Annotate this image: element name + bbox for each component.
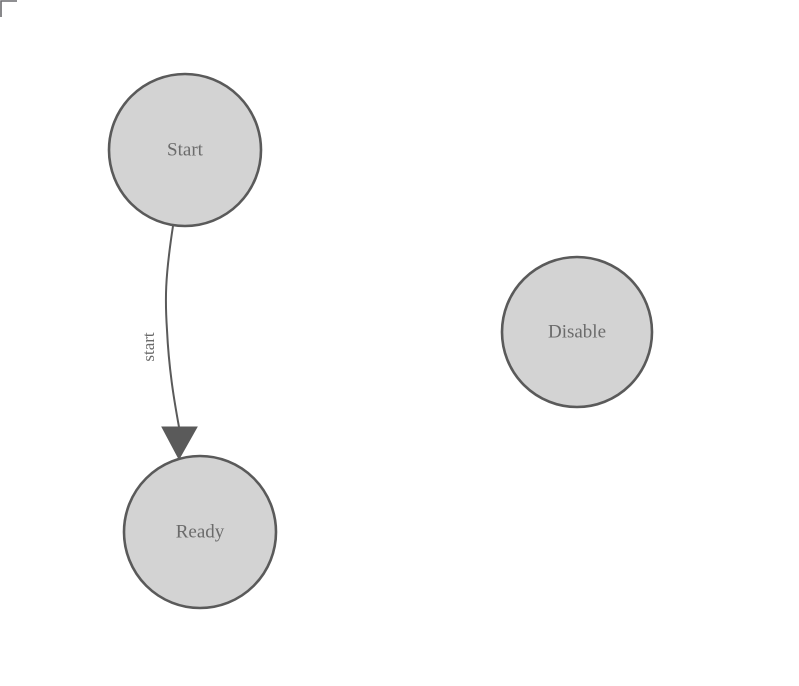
- edge-start-to-ready[interactable]: start: [139, 225, 198, 461]
- node-ready-circle[interactable]: [122, 454, 278, 610]
- node-start-label: Start: [167, 139, 204, 160]
- node-start[interactable]: Start: [107, 72, 263, 228]
- top-left-corner-bracket-icon: [0, 0, 17, 17]
- node-disable-circle[interactable]: [500, 255, 654, 409]
- node-start-circle[interactable]: [107, 72, 263, 228]
- node-ready[interactable]: Ready: [122, 454, 278, 610]
- node-disable-label: Disable: [548, 321, 606, 342]
- node-disable[interactable]: Disable: [500, 255, 654, 409]
- node-ready-label: Ready: [176, 521, 225, 542]
- edge-start-to-ready-path: [164, 225, 180, 428]
- edge-start-to-ready-label: start: [139, 332, 158, 362]
- edge-start-to-ready-arrowhead-icon: [161, 426, 198, 461]
